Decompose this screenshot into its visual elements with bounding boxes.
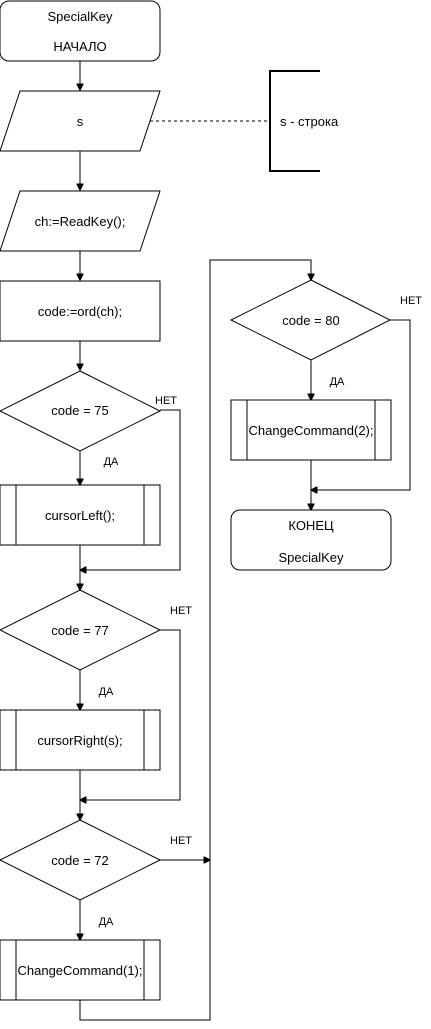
no-label-72: НЕТ bbox=[170, 835, 192, 847]
edge-cmd1-to-cond80 bbox=[79, 259, 311, 1021]
decision-75-text: code = 75 bbox=[51, 403, 108, 418]
start-terminator bbox=[0, 0, 161, 62]
cursor-left-text: cursorLeft(); bbox=[45, 508, 115, 523]
end-terminator bbox=[230, 509, 392, 571]
yes-label-80: ДА bbox=[330, 376, 345, 388]
input-s-shape bbox=[0, 90, 161, 152]
code-assign-box bbox=[0, 280, 161, 342]
decision-72 bbox=[0, 819, 162, 901]
decision-80-text: code = 80 bbox=[282, 313, 339, 328]
cursor-left-box bbox=[0, 484, 161, 546]
code-assign-text: code:=ord(ch); bbox=[38, 304, 122, 319]
yes-label-77: ДА bbox=[99, 686, 114, 698]
change-cmd-2-text: ChangeCommand(2); bbox=[248, 423, 373, 438]
yes-label-75: ДА bbox=[104, 456, 119, 468]
change-cmd-1-text: ChangeCommand(1); bbox=[17, 963, 142, 978]
end-title: SpecialKey bbox=[278, 550, 344, 565]
decision-75 bbox=[0, 370, 162, 452]
comment-bracket bbox=[269, 70, 320, 172]
cursor-right-text: cursorRight(s); bbox=[37, 733, 122, 748]
no-label-80: НЕТ bbox=[400, 295, 422, 307]
no-label-75: НЕТ bbox=[155, 395, 177, 407]
decision-77 bbox=[0, 589, 162, 671]
edge-cond80-no bbox=[311, 319, 411, 490]
start-label: НАЧАЛО bbox=[53, 39, 106, 54]
readkey-text: ch:=ReadKey(); bbox=[35, 214, 126, 229]
yes-label-72: ДА bbox=[99, 916, 114, 928]
start-title: SpecialKey bbox=[47, 9, 113, 24]
comment-text: s - строка bbox=[280, 114, 339, 129]
change-cmd-1-box bbox=[0, 939, 161, 1001]
no-label-77: НЕТ bbox=[170, 605, 192, 617]
decision-72-text: code = 72 bbox=[51, 853, 108, 868]
edge-cond75-no bbox=[80, 409, 181, 570]
readkey-shape bbox=[0, 190, 161, 252]
change-cmd-2-box bbox=[230, 399, 392, 461]
cursor-right-box bbox=[0, 709, 161, 771]
decision-77-text: code = 77 bbox=[51, 623, 108, 638]
end-label: КОНЕЦ bbox=[288, 518, 334, 533]
input-s-text: s bbox=[77, 114, 84, 129]
decision-80 bbox=[229, 279, 392, 361]
edge-cond77-no bbox=[80, 629, 181, 800]
